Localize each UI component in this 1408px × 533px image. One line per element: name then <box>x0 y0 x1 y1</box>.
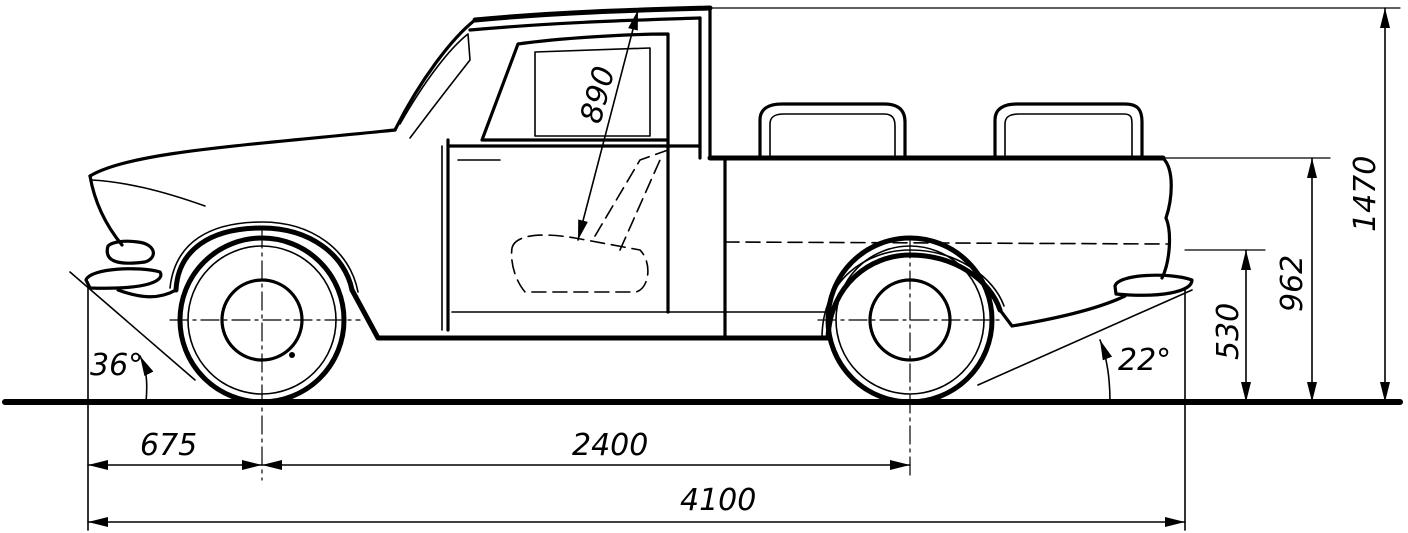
label-rear-axle-height: 530 <box>1211 303 1246 360</box>
label-front-overhang: 675 <box>140 428 197 463</box>
label-wheelbase: 2400 <box>572 428 648 463</box>
approach-angle <box>69 271 196 531</box>
label-overall-height: 1470 <box>1348 156 1383 232</box>
label-approach-angle: 36° <box>90 348 143 383</box>
dim-890-line <box>577 9 639 241</box>
label-overall-length: 4100 <box>680 483 756 518</box>
label-body-height: 962 <box>1275 255 1310 312</box>
departure-angle <box>977 289 1193 531</box>
label-departure-angle: 22° <box>1118 343 1171 378</box>
wheel-center-lines <box>169 229 1003 481</box>
vehicle-body <box>84 5 1194 341</box>
label-seat-reach: 890 <box>574 63 623 127</box>
